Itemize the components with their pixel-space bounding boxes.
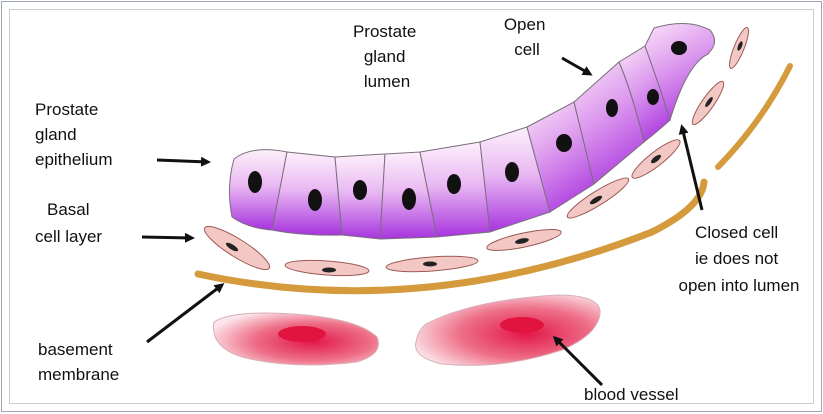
- nucleus: [556, 134, 572, 152]
- nucleus: [423, 262, 437, 267]
- epithelium-label: Prostate gland epithelium: [35, 100, 113, 169]
- epithelium-cells: [229, 23, 714, 239]
- arrow-icon: [157, 160, 208, 162]
- basal-label: Basal cell layer: [35, 200, 102, 246]
- nucleus: [402, 188, 416, 210]
- nucleus: [671, 41, 687, 55]
- nucleus: [322, 268, 336, 273]
- lumen-label: Prostate gland lumen: [353, 22, 421, 91]
- closed-cell-label: Closed cell ie does not open into lumen: [679, 223, 800, 295]
- basement-membrane-label: basement membrane: [38, 340, 119, 384]
- arrow-icon: [147, 285, 222, 342]
- arrow-icon: [682, 127, 702, 210]
- arrow-icon: [555, 338, 602, 385]
- nucleus: [447, 174, 461, 194]
- nucleus: [353, 180, 367, 200]
- nucleus: [248, 171, 262, 193]
- nucleus: [647, 89, 659, 105]
- nucleus: [505, 162, 519, 182]
- arrow-icon: [142, 237, 192, 238]
- nucleus: [308, 189, 322, 211]
- nucleus: [606, 99, 618, 117]
- vessel-lumen: [500, 317, 544, 333]
- vessel-lumen: [278, 326, 326, 342]
- open-cell-label: Open cell: [504, 15, 550, 59]
- blood-vessel-label: blood vessel: [584, 385, 679, 404]
- blood-vessels: [214, 295, 601, 365]
- basement-membrane-outer: [718, 66, 790, 167]
- arrow-icon: [562, 58, 590, 74]
